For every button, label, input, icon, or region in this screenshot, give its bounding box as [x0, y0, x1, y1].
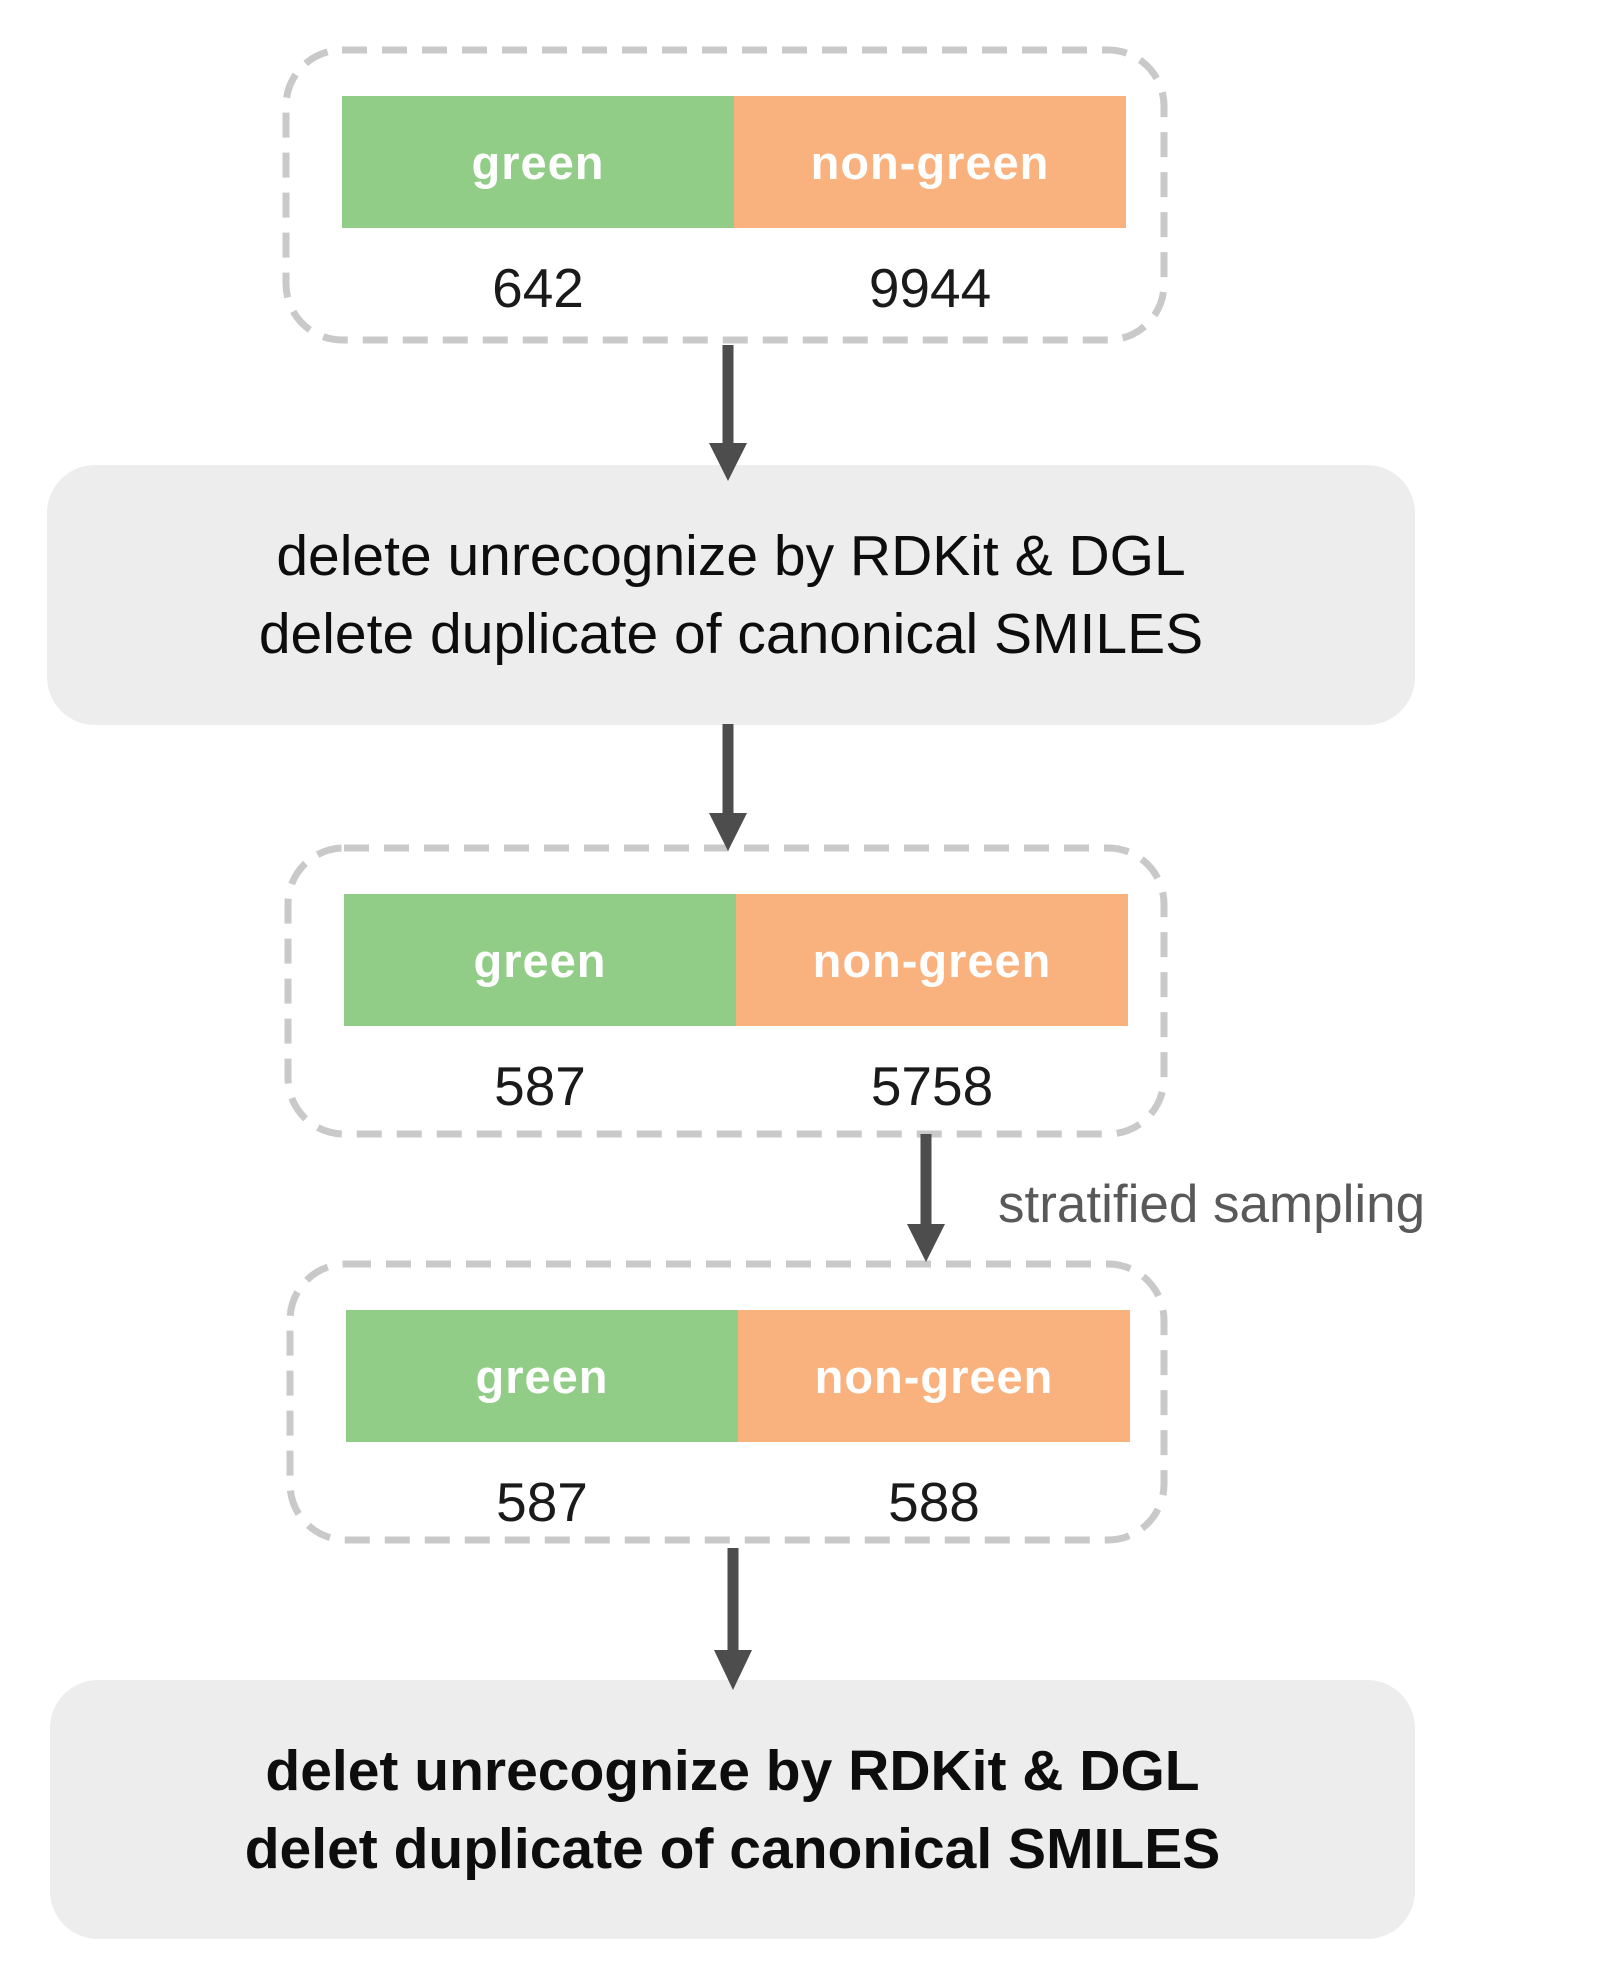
non-green-segment-label: non-green	[812, 933, 1052, 987]
green-count: 642	[492, 257, 584, 319]
process-line: delete unrecognize by RDKit & DGL	[276, 524, 1186, 588]
process-line: delete duplicate of canonical SMILES	[258, 602, 1204, 666]
process-line: delet duplicate of canonical SMILES	[244, 1816, 1221, 1881]
non-green-segment: non-green	[738, 1310, 1130, 1442]
arrow-head	[709, 813, 747, 851]
arrow-label-stratified-sampling: stratified sampling	[998, 1175, 1426, 1234]
dataset-box-cleaned: green non-green 587 5758	[288, 848, 1166, 1134]
non-green-count: 5758	[870, 1055, 994, 1117]
green-count: 587	[494, 1055, 586, 1117]
green-segment-label: green	[473, 933, 607, 987]
non-green-segment-label: non-green	[810, 135, 1050, 189]
non-green-segment: non-green	[736, 894, 1128, 1026]
process-box-delet: delet unrecognize by RDKit & DGL delet d…	[50, 1680, 1415, 1939]
non-green-segment-label: non-green	[814, 1349, 1054, 1403]
green-segment: green	[342, 96, 734, 228]
non-green-segment: non-green	[734, 96, 1126, 228]
dataset-box-initial: green non-green 642 9944	[286, 50, 1164, 340]
arrow-head	[907, 1224, 945, 1262]
count-row: 587 588	[346, 1470, 1130, 1534]
non-green-count: 588	[888, 1471, 980, 1533]
dataset-box-sampled: green non-green 587 588	[290, 1264, 1168, 1540]
process-line: delet unrecognize by RDKit & DGL	[265, 1738, 1200, 1803]
green-count: 587	[496, 1471, 588, 1533]
count-row: 642 9944	[342, 256, 1126, 320]
green-segment: green	[344, 894, 736, 1026]
class-distribution-bar: green non-green	[346, 1310, 1130, 1442]
green-segment: green	[346, 1310, 738, 1442]
green-segment-label: green	[475, 1349, 609, 1403]
non-green-count: 9944	[868, 257, 992, 319]
process-box-delete: delete unrecognize by RDKit & DGL delete…	[47, 465, 1415, 725]
class-distribution-bar: green non-green	[342, 96, 1126, 228]
count-row: 587 5758	[344, 1054, 1128, 1118]
class-distribution-bar: green non-green	[344, 894, 1128, 1026]
green-segment-label: green	[471, 135, 605, 189]
